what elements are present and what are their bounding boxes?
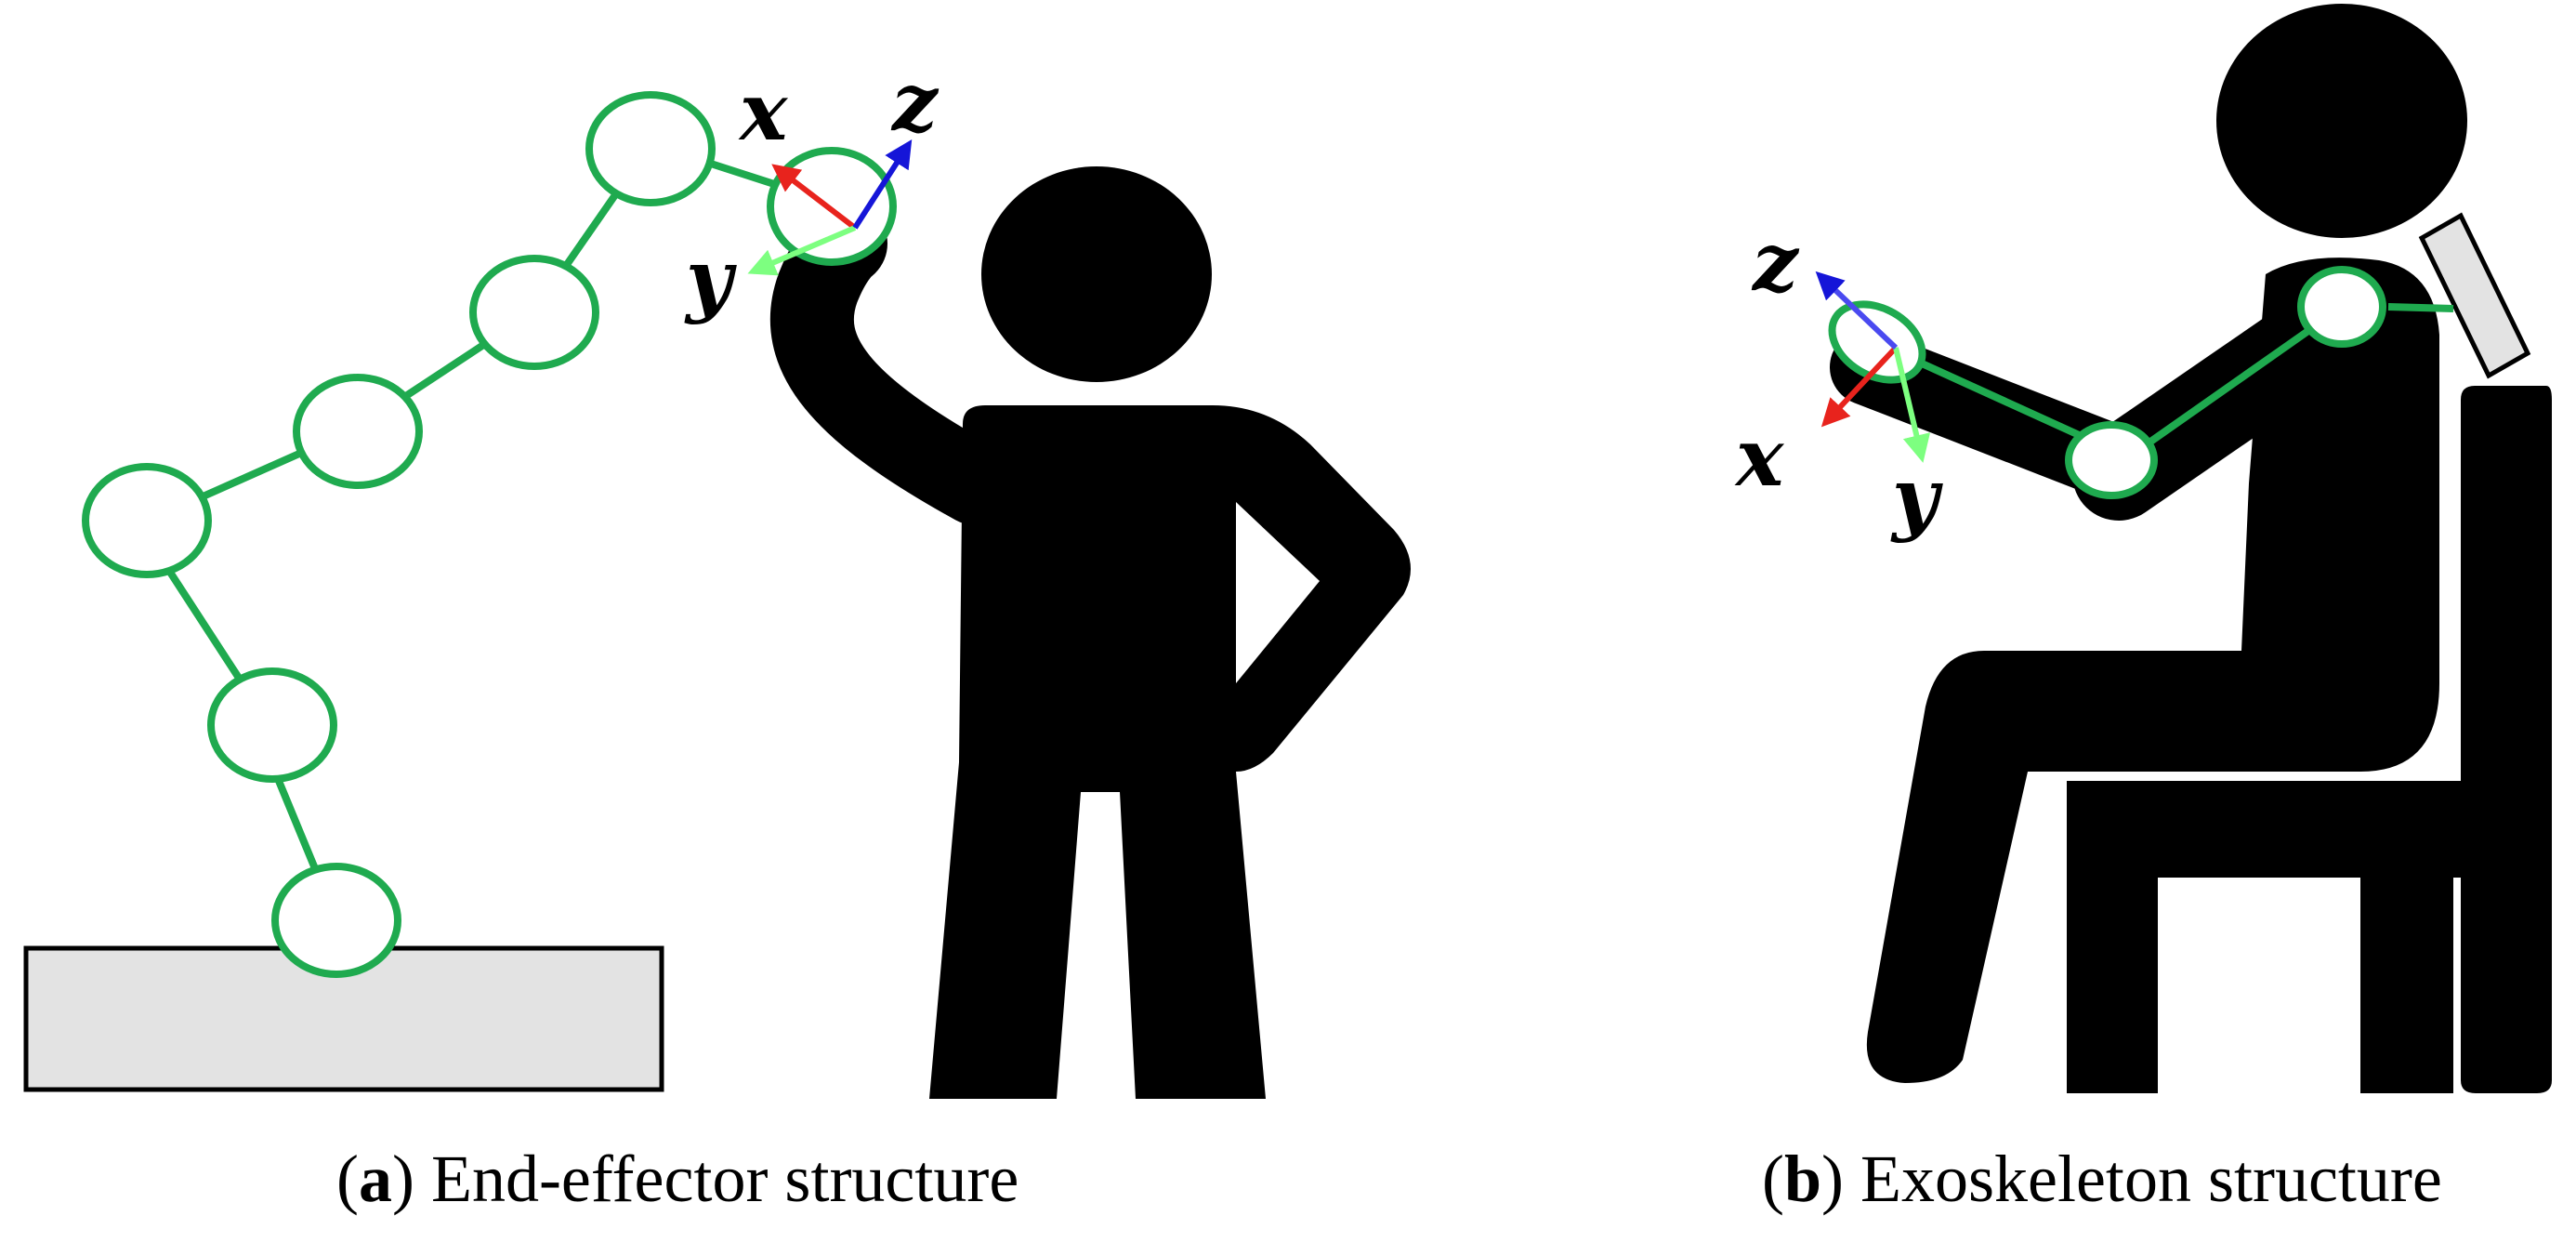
axis-b-z-label: z [1751,216,1800,310]
caption-b-text: Exoskeleton structure [1860,1142,2442,1216]
axis-b-x-arrow [1820,345,1899,428]
axis-b-z-arrow [1815,271,1899,350]
end-effector-joint [767,147,897,266]
standing-person [769,166,1411,1099]
axis-a-z-arrow [852,139,913,230]
person-b-upper-arm [2072,274,2388,521]
person-a-hip-gap [1236,502,1320,683]
exoskeleton-back-unit [2418,212,2531,379]
joint-1 [271,863,401,978]
joint-4 [293,374,423,489]
chair-back [2461,386,2552,1093]
joint-2 [207,667,337,783]
exo-joints [1828,266,2386,499]
frame-a-axes: x y z [684,56,940,326]
chair [2067,386,2552,1093]
axis-b-y-label: y [1890,451,1943,545]
person-a-head [981,166,1212,382]
axis-a-z-label: z [890,56,940,150]
axis-a-x-arrow [771,164,857,231]
panel-a-end-effector: x y z [23,56,1411,1099]
panel-b-exoskeleton: x y z [1734,4,2552,1093]
joint-6 [585,91,716,206]
joint-3 [82,463,212,578]
frame-b-axes: x y z [1734,216,1943,545]
caption-a: (a) End-effector structure [336,1142,1019,1216]
person-b-head [2216,4,2467,238]
axis-b-y-arrow [1893,347,1931,463]
robot-joints [82,91,716,978]
axis-a-y-arrow [747,225,857,276]
caption-b-letter: b [1783,1142,1822,1216]
axis-a-x-label: x [738,65,789,159]
exo-elbow-joint [2065,421,2158,499]
axis-a-y-label: y [684,232,737,326]
caption-b: (b) Exoskeleton structure [1762,1142,2442,1216]
axis-b-x-label: x [1734,411,1785,505]
exo-shoulder-joint [2297,266,2386,348]
person-a-raised-arm [769,202,1018,525]
joint-5 [469,255,599,370]
chair-seat-legs [2067,781,2472,1093]
person-b-torso-legs [1866,258,2439,1084]
caption-a-letter: a [358,1142,392,1216]
caption-a-text: End-effector structure [430,1142,1019,1216]
